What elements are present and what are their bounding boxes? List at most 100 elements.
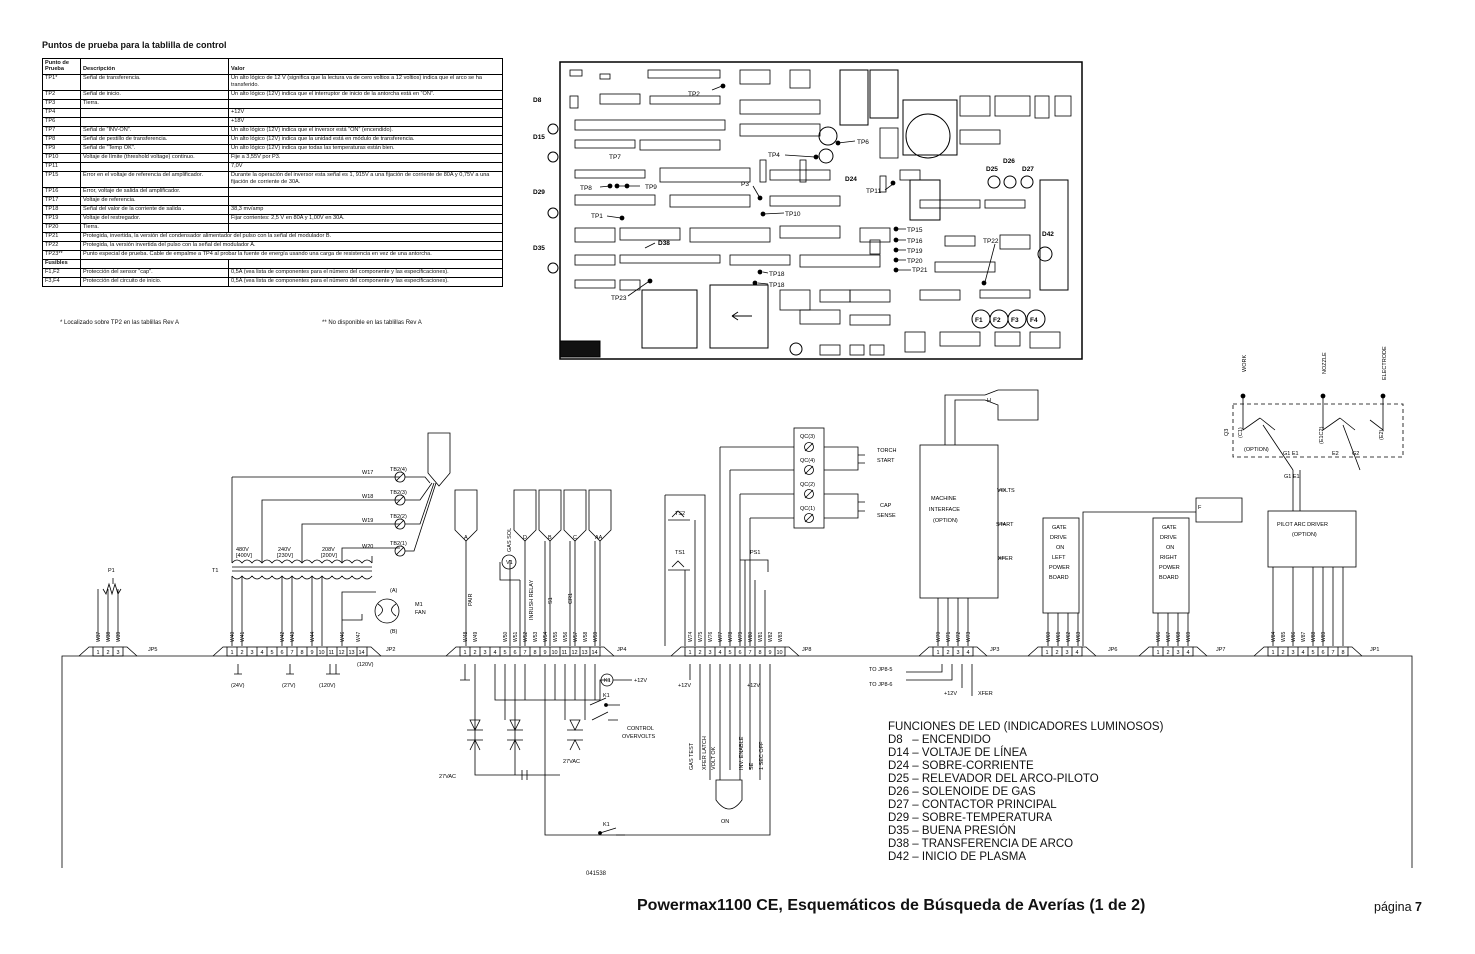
pin-number: 4 bbox=[261, 650, 264, 656]
machine-interface-label: MACHINE bbox=[931, 496, 957, 502]
page-title: Powermax1100 CE, Esquemáticos de Búsqued… bbox=[637, 897, 1146, 914]
pin-number: 4 bbox=[719, 650, 722, 656]
board-components bbox=[569, 69, 1072, 356]
pilot-arc-label: PILOT ARC DRIVER bbox=[1277, 522, 1328, 528]
machine-interface-label: XFER bbox=[998, 556, 1013, 562]
fuse-f4 bbox=[1026, 309, 1046, 329]
board-component bbox=[939, 331, 981, 347]
pin-number: 13 bbox=[349, 650, 355, 656]
connector-a bbox=[454, 489, 478, 542]
board-label: TP4 bbox=[768, 152, 780, 159]
led-item: D14 – VOLTAJE DE LÍNEA bbox=[888, 747, 1027, 759]
q3-label: E2 bbox=[1332, 451, 1339, 457]
drawing-number: 041538 bbox=[586, 871, 607, 877]
gate-drive-label: BOARD bbox=[1159, 575, 1179, 581]
wire-designator: W89 bbox=[1321, 632, 1327, 643]
board-label: F1 bbox=[975, 317, 983, 324]
board-component bbox=[647, 69, 721, 79]
pin-number: 1 bbox=[689, 650, 692, 656]
connector-label: A bbox=[464, 535, 468, 541]
voltage-label: [230V] bbox=[277, 553, 293, 559]
electrode-label: ELECTRODE bbox=[1382, 346, 1388, 380]
board-label: F3 bbox=[1011, 317, 1019, 324]
pin-number: 7 bbox=[1332, 650, 1335, 656]
board-label: TP7 bbox=[609, 154, 621, 161]
pin-number: 1 bbox=[1157, 650, 1160, 656]
connector-label: C bbox=[573, 535, 577, 541]
wire-designator: W71 bbox=[946, 632, 952, 643]
wire-designator: W59 bbox=[593, 632, 599, 643]
jp5-label: JP5 bbox=[148, 647, 157, 653]
voltage-label: (120V) bbox=[319, 683, 336, 689]
gate-drive-wiring bbox=[1047, 497, 1243, 646]
pin-number: 9 bbox=[769, 650, 772, 656]
board-capacitor bbox=[789, 342, 803, 356]
pin-number: 6 bbox=[514, 650, 517, 656]
wire-designator: W66 bbox=[1156, 632, 1162, 643]
pin-number: 11 bbox=[329, 650, 335, 656]
board-led bbox=[987, 175, 1001, 189]
pin-number: 2 bbox=[699, 650, 702, 656]
f-connector-label: F bbox=[1198, 505, 1202, 511]
board-label: D8 bbox=[533, 97, 542, 104]
fan-label: M1 bbox=[415, 602, 423, 608]
pin-number: 2 bbox=[1282, 650, 1285, 656]
ts1-label: TS1 bbox=[675, 550, 685, 556]
gate-drive-label: BOARD bbox=[1049, 575, 1069, 581]
voltage-label: [400V] bbox=[236, 553, 252, 559]
board-outline bbox=[559, 61, 1083, 360]
board-component bbox=[739, 123, 821, 137]
pin-number: 1 bbox=[464, 650, 467, 656]
pin-number: 12 bbox=[572, 650, 578, 656]
pin-number: 5 bbox=[729, 650, 732, 656]
machine-interface-label: INTERFACE bbox=[929, 507, 960, 513]
pilot-arc-driver-box bbox=[1267, 510, 1357, 568]
board-label: TP6 bbox=[857, 139, 869, 146]
pin-number: 3 bbox=[957, 650, 960, 656]
tb2-to-g-wiring bbox=[405, 476, 437, 552]
board-component bbox=[574, 169, 646, 179]
board-component bbox=[789, 69, 811, 89]
on-label: ON bbox=[721, 819, 729, 825]
connector-header bbox=[92, 646, 124, 657]
board-component bbox=[619, 279, 641, 291]
machine-interface-label: (OPTION) bbox=[933, 518, 958, 524]
pin-number: 2 bbox=[1056, 650, 1059, 656]
cap-label: SENSE bbox=[877, 513, 896, 519]
pin-number: 5 bbox=[1312, 650, 1315, 656]
wire-designator: W85 bbox=[1281, 632, 1287, 643]
board-component bbox=[869, 239, 881, 255]
board-label: F4 bbox=[1030, 317, 1038, 324]
board-component bbox=[779, 225, 841, 239]
pin-number: 3 bbox=[1177, 650, 1180, 656]
board-label: TP8 bbox=[580, 185, 592, 192]
led-item: D29 – SOBRE-TEMPERATURA bbox=[888, 812, 1053, 824]
wire-designator: W74 bbox=[688, 632, 694, 643]
wire-designator: W78 bbox=[728, 632, 734, 643]
footnote-not-available: ** No disponible en las tablillas Rev A bbox=[322, 320, 422, 326]
board-component bbox=[849, 344, 865, 356]
fan-label: FAN bbox=[415, 610, 426, 616]
pin-number: 3 bbox=[251, 650, 254, 656]
connector-label: B bbox=[548, 535, 552, 541]
pin-number: 6 bbox=[281, 650, 284, 656]
pin-number: 9 bbox=[544, 650, 547, 656]
board-label: TP1 bbox=[591, 213, 603, 220]
led-functions-legend: FUNCIONES DE LED (INDICADORES LUMINOSOS)… bbox=[888, 721, 1163, 864]
gate-drive-right-box bbox=[1152, 517, 1190, 614]
page-number-value: 7 bbox=[1415, 900, 1422, 914]
machine-interface-h-connector bbox=[944, 389, 1039, 445]
wire-designator: W82 bbox=[768, 632, 774, 643]
pin-number: 4 bbox=[967, 650, 970, 656]
wire-designator: W73 bbox=[966, 632, 972, 643]
board-label: TP19 bbox=[907, 248, 923, 255]
tb2-2-label: TB2(2) bbox=[390, 514, 407, 520]
pin-number: 2 bbox=[947, 650, 950, 656]
logic-label: VOLT OK bbox=[711, 746, 717, 770]
board-component bbox=[799, 159, 807, 183]
g-connector bbox=[427, 432, 451, 487]
wire-label: W19 bbox=[362, 518, 373, 524]
jp7-label: JP7 bbox=[1216, 647, 1225, 653]
